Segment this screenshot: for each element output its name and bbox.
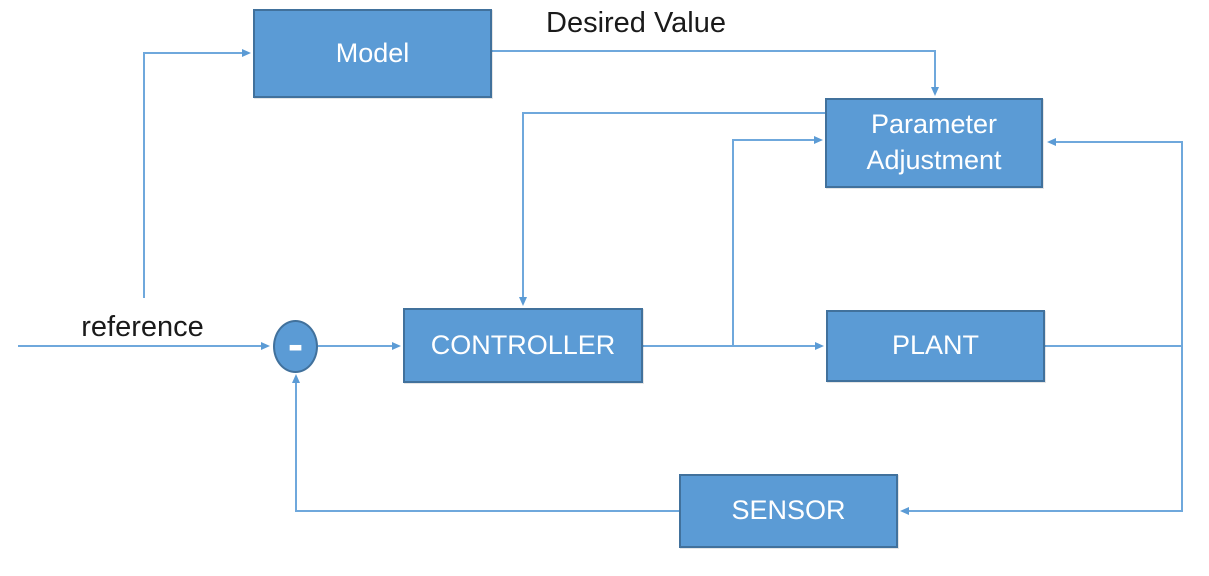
block-model-label: Model	[335, 37, 410, 68]
connector-reference-branch-to-model	[143, 49, 251, 298]
block-parameter-adjustment: Parameter Adjustment	[825, 98, 1043, 188]
block-sensor-label: SENSOR	[731, 495, 846, 526]
block-plant-label: PLANT	[891, 330, 980, 361]
connector-parameter-adjustment-to-controller	[519, 112, 825, 306]
connector-controller-branch-to-parameter-adjustment	[732, 136, 823, 346]
block-controller: CONTROLLER	[403, 308, 643, 383]
block-sensor: SENSOR	[679, 474, 898, 548]
block-controller-label: CONTROLLER	[430, 329, 616, 360]
block-plant: PLANT	[826, 310, 1045, 382]
connector-model-to-parameter-adjustment	[492, 50, 939, 96]
desired-value-label: Desired Value	[546, 7, 727, 39]
block-model: Model	[253, 9, 492, 98]
connector-plant-feedback-to-parameter-adjustment	[1045, 138, 1183, 347]
connector-sensor-to-sum	[292, 374, 679, 512]
connector-plant-feedback-to-sensor	[900, 346, 1183, 515]
block-parameter-adjustment-label: Parameter Adjustment	[866, 109, 1002, 175]
reference-label: reference	[81, 311, 204, 343]
summing-junction: -	[273, 320, 318, 373]
